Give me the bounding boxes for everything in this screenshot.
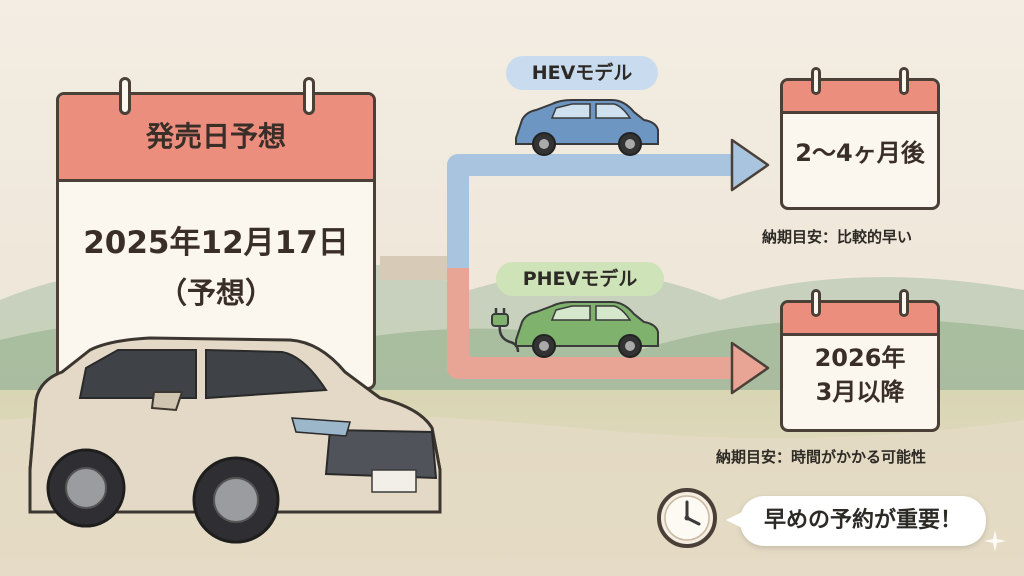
sparkle-icon: [984, 530, 1006, 552]
phev-car: [515, 301, 659, 358]
phev-model-label: PHEVモデル: [496, 262, 664, 296]
release-date-note: （予想）: [157, 276, 274, 310]
phev-flow-arrow: [447, 268, 735, 379]
hev-model-label: HEVモデル: [506, 56, 658, 90]
phev-delivery-note: 納期目安：時間がかかる可能性: [716, 448, 927, 466]
plug-icon: [491, 308, 520, 353]
callout-bubble: 早めの予約が重要！: [740, 496, 986, 546]
calendar-ring: [811, 67, 821, 95]
release-calendar-title: 発売日予想: [145, 120, 286, 153]
calendar-ring: [899, 67, 909, 95]
hev-delivery-period: 2〜4ヶ月後: [795, 139, 925, 167]
phev-delivery-calendar: 2026年 3月以降: [780, 289, 940, 432]
phev-arrow-head: [730, 341, 770, 395]
hev-delivery-note: 納期目安：比較的早い: [762, 228, 913, 246]
clock-icon: [657, 488, 717, 548]
release-date: 2025年12月17日: [83, 225, 349, 261]
calendar-ring: [303, 77, 315, 115]
calendar-ring: [899, 289, 909, 317]
phev-delivery-month: 3月以降: [815, 378, 905, 406]
hev-flow-arrow: [447, 154, 735, 268]
callout-bubble-tail: [726, 510, 746, 530]
calendar-ring: [811, 289, 821, 317]
hev-car: [515, 99, 659, 156]
phev-calendar-header: [783, 303, 937, 336]
phev-delivery-year: 2026年: [814, 344, 906, 372]
hev-arrow-head: [730, 138, 770, 192]
release-calendar-header: [59, 95, 373, 182]
hev-delivery-calendar: 2〜4ヶ月後: [780, 67, 940, 210]
calendar-ring: [119, 77, 131, 115]
hev-calendar-header: [783, 81, 937, 114]
